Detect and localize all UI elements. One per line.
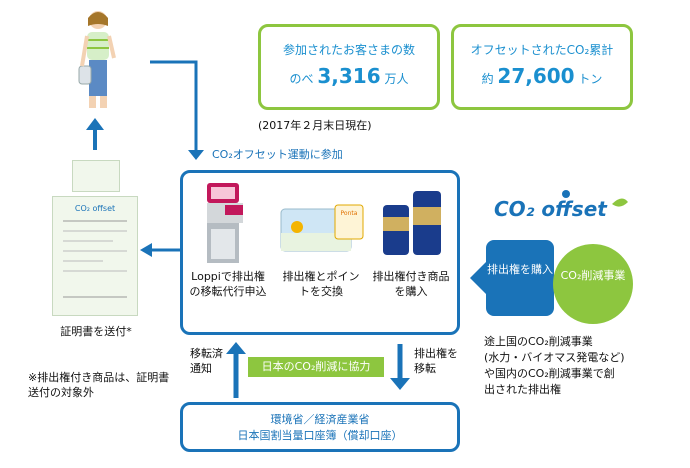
projects-line-3: や国内のCO₂削減事業で創 <box>484 367 615 380</box>
point-card-icon: Ponta <box>280 204 364 252</box>
projects-line-1: 途上国のCO₂削減事業 <box>484 335 593 348</box>
stat-offset-unit: トン <box>578 72 603 86</box>
stat-offset-label: オフセットされたCO₂累計 <box>470 43 614 57</box>
transfer-label: 排出権を移転 <box>414 347 458 375</box>
buy-credits-box: 排出権を購入 <box>486 240 554 316</box>
certificate-note: ※排出権付き商品は、証明書送付の対象外 <box>28 371 170 399</box>
japan-reduction-band: 日本のCO₂削減に協力 <box>248 357 384 377</box>
stat-offset-prefix: 約 <box>481 72 494 86</box>
ministry-account: 日本国割当量口座簿（償却口座） <box>237 429 403 442</box>
ministry-name: 環境省／経済産業省 <box>270 413 370 426</box>
reduction-projects-circle: CO₂削減事業 <box>553 244 633 324</box>
loppi-label: Loppiで排出権の移転代行申込 <box>189 270 267 298</box>
beer-cans-icon <box>383 191 441 255</box>
arrow-head-down-top <box>188 150 204 160</box>
loppi-kiosk-icon <box>207 183 243 263</box>
exchange-label: 排出権とポイントを交換 <box>282 270 360 298</box>
stat-offset-box: オフセットされたCO₂累計 約 27,600 トン <box>451 24 633 110</box>
arrow-head-up-left <box>86 118 104 130</box>
arrow-head-left <box>140 243 152 257</box>
co2-offset-logo-text: CO₂ offset <box>494 197 608 221</box>
svg-text:CO₂ offset: CO₂ offset <box>75 204 115 213</box>
customer-person-icon <box>78 11 116 108</box>
certificate-cover-icon <box>72 160 120 192</box>
projects-line-4: 出された排出権 <box>484 383 561 396</box>
connector-person-to-box <box>150 60 198 152</box>
projects-line-2: (水力・バイオマス発電など) <box>484 351 625 364</box>
projects-description: 途上国のCO₂削減事業 (水力・バイオマス発電など) や国内のCO₂削減事業で創… <box>484 334 684 398</box>
certificate-document-icon: CO₂ offset <box>52 196 138 316</box>
ministry-account-box: 環境省／経済産業省 日本国割当量口座簿（償却口座） <box>180 402 460 452</box>
stat-customers-unit: 万人 <box>384 72 409 86</box>
arrow-head-buy <box>470 262 486 294</box>
co2-offset-logo: CO₂ offset <box>494 190 628 221</box>
stat-customers-prefix: のべ <box>289 72 314 86</box>
participate-label: CO₂オフセット運動に参加 <box>212 148 343 161</box>
as-of-date: (2017年２月末日現在) <box>258 119 372 132</box>
stat-customers-value: 3,316 <box>317 64 381 88</box>
purchase-label: 排出権付き商品を購入 <box>372 270 450 298</box>
participation-methods-box: Ponta Loppiで排出権の移転代行申込 排出権とポイントを交換 排出権付き… <box>180 170 460 335</box>
stat-customers-label: 参加されたお客さまの数 <box>282 43 415 57</box>
certificate-label: 証明書を送付* <box>60 325 132 338</box>
arrow-head-up-notice <box>226 342 246 354</box>
stat-customers-box: 参加されたお客さまの数 のべ 3,316 万人 <box>258 24 440 110</box>
transfer-notice-label: 移転済通知 <box>190 347 223 375</box>
stat-offset-value: 27,600 <box>497 64 575 88</box>
arrow-head-down-transfer <box>390 378 410 390</box>
svg-text:Ponta: Ponta <box>341 210 358 217</box>
